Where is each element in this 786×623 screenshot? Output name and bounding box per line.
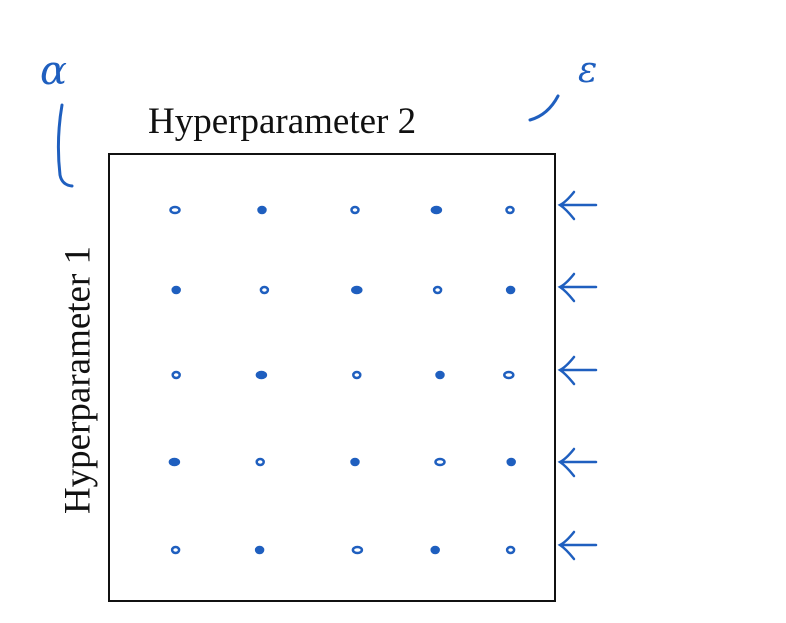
- grid-point: [255, 457, 265, 467]
- alpha-annotation: α: [40, 48, 68, 94]
- epsilon-connector-stroke: [528, 94, 560, 122]
- epsilon-annotation: ε: [578, 50, 598, 91]
- grid-point: [505, 545, 516, 555]
- grid-point: [171, 370, 181, 380]
- grid-point: [350, 457, 360, 467]
- grid-point: [506, 457, 516, 467]
- grid-point: [255, 370, 268, 380]
- grid-point: [351, 285, 363, 295]
- grid-point: [352, 370, 362, 380]
- grid-point: [435, 370, 445, 380]
- grid-point: [505, 205, 515, 215]
- grid-point: [505, 285, 516, 295]
- row-arrow-icon: [557, 530, 598, 561]
- row-arrow-icon: [557, 272, 598, 303]
- search-space-box: [108, 153, 556, 602]
- row-arrow-icon: [557, 190, 598, 221]
- grid-point: [503, 370, 515, 380]
- grid-point: [432, 285, 443, 295]
- row-arrow-icon: [557, 355, 598, 386]
- grid-point: [350, 205, 360, 215]
- grid-point: [430, 545, 440, 555]
- grid-point: [257, 205, 267, 215]
- alpha-connector-stroke: [56, 103, 74, 188]
- grid-point: [434, 457, 446, 467]
- x-axis-label: Hyperparameter 2: [148, 101, 417, 142]
- grid-point: [430, 205, 443, 215]
- grid-point: [351, 545, 364, 555]
- grid-point: [169, 205, 181, 215]
- grid-point: [259, 285, 270, 295]
- row-arrow-icon: [557, 447, 598, 478]
- grid-point: [171, 285, 181, 295]
- grid-point: [170, 545, 181, 555]
- grid-point: [168, 457, 181, 467]
- grid-point: [254, 545, 265, 555]
